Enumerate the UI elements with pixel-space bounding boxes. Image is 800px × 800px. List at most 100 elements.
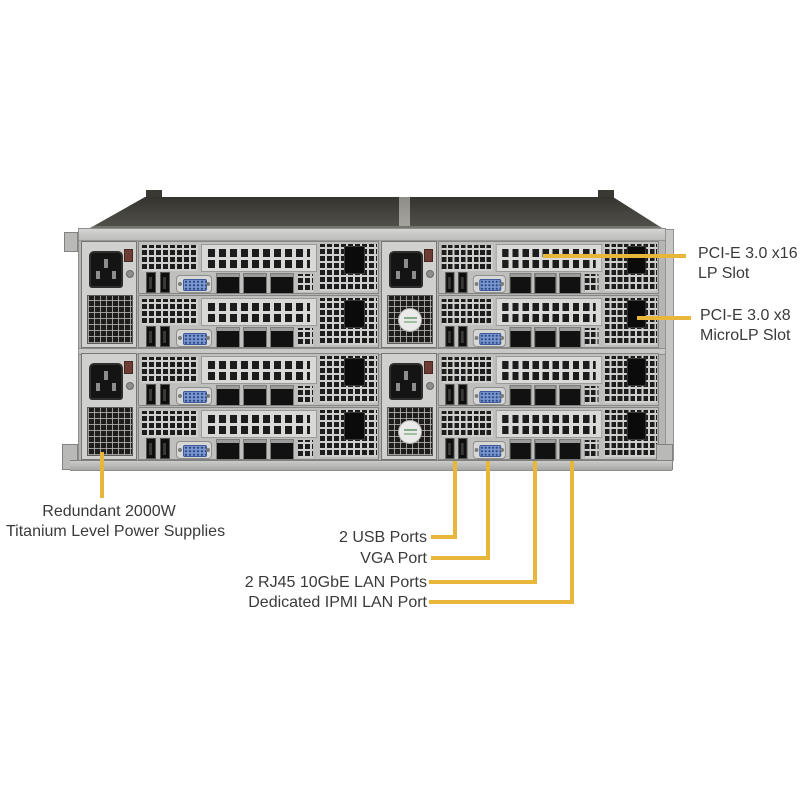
vent-grid — [441, 299, 494, 325]
server-node-r2c2 — [438, 295, 659, 348]
ipmi-lan-port — [559, 327, 582, 348]
vga-connector — [479, 333, 502, 345]
psu-fan-label — [398, 419, 422, 444]
vent-grid — [441, 411, 494, 437]
power-inlet — [89, 363, 123, 400]
power-supply-module-2 — [81, 353, 137, 460]
vga-connector — [183, 279, 207, 291]
lan-port-2 — [534, 385, 557, 406]
server-node-r1c2 — [438, 241, 659, 294]
power-supply-module-1 — [81, 241, 137, 348]
usb-ports — [146, 438, 173, 459]
label-ipmi-port: Dedicated IPMI LAN Port — [248, 593, 427, 613]
vent-grid-small — [298, 274, 313, 292]
usb-ports — [146, 326, 173, 347]
server-node-r2c1 — [138, 295, 379, 348]
vent-grid — [142, 245, 198, 271]
chassis-top-band — [79, 229, 665, 241]
usb-port — [445, 438, 455, 459]
label-line: PCI-E 3.0 x8 — [700, 307, 791, 324]
psu-latch — [424, 249, 433, 262]
vent-row — [502, 303, 596, 311]
lan-port-1 — [509, 327, 532, 348]
usb-port — [160, 272, 170, 293]
vga-connector — [183, 445, 207, 457]
usb-port — [445, 384, 455, 405]
chassis-top-cover — [90, 197, 662, 228]
vga-port — [176, 275, 212, 293]
vga-connector — [183, 333, 207, 345]
vent-row — [208, 260, 310, 268]
lan-port-2 — [243, 327, 267, 348]
ipmi-lan-port — [270, 385, 294, 406]
usb-port — [160, 326, 170, 347]
vent-row — [502, 249, 596, 257]
vent-row — [502, 415, 596, 423]
pcie-microlp-slot — [344, 246, 365, 274]
lan-port-1 — [216, 327, 240, 348]
usb-ports — [146, 384, 173, 405]
label-line: Titanium Level Power Supplies — [6, 523, 226, 540]
label-usb-ports: 2 USB Ports — [339, 528, 427, 548]
psu-fan-grille — [87, 295, 133, 344]
vga-port — [176, 387, 212, 405]
vga-connector — [479, 279, 502, 291]
vent-row — [208, 303, 310, 311]
inlet-pin — [412, 271, 416, 279]
inlet-pin — [96, 383, 100, 391]
vent-row — [208, 249, 310, 257]
psu-screw — [426, 382, 434, 390]
vent-grid — [142, 411, 198, 437]
psu-screw — [126, 382, 134, 390]
vent-grid-small — [298, 386, 313, 404]
pcie-microlp-slot — [344, 358, 365, 386]
callout-line-lan — [429, 461, 537, 584]
label-line: Redundant 2000W — [42, 503, 176, 520]
label-line: Dedicated IPMI LAN Port — [248, 594, 427, 611]
lan-port-2 — [243, 385, 267, 406]
inlet-pin — [112, 383, 116, 391]
psu-fan-label — [398, 307, 422, 332]
server-node-r3c2 — [438, 353, 659, 406]
inlet-pin — [396, 271, 400, 279]
inlet-pin — [404, 371, 408, 380]
usb-ports — [445, 384, 470, 405]
vent-row — [502, 361, 596, 369]
top-cover-seam — [399, 197, 410, 228]
vent-grid — [441, 245, 494, 271]
psu-screw — [426, 270, 434, 278]
psu-latch — [124, 249, 133, 262]
usb-port — [160, 384, 170, 405]
usb-port — [146, 438, 156, 459]
vga-connector — [479, 445, 502, 457]
ipmi-lan-port — [270, 273, 294, 294]
vent-grid — [320, 410, 377, 457]
inlet-pin — [112, 271, 116, 279]
vent-row — [208, 361, 310, 369]
label-line: 2 RJ45 10GbE LAN Ports — [244, 574, 427, 591]
lan-port-1 — [509, 273, 532, 294]
label-power-supplies: Redundant 2000W Titanium Level Power Sup… — [6, 502, 226, 542]
vent-grid — [142, 299, 198, 325]
usb-ports — [445, 326, 470, 347]
vga-port — [472, 441, 506, 459]
callout-line-vga — [431, 461, 490, 560]
chassis-bottom-rail — [70, 460, 672, 471]
pcie-lp-slot-bracket — [201, 410, 317, 438]
psu-latch — [424, 361, 433, 374]
lan-port-1 — [216, 385, 240, 406]
lan-port-2 — [534, 439, 557, 460]
pcie-microlp-slot — [344, 300, 365, 328]
usb-port — [445, 326, 455, 347]
power-inlet — [389, 251, 423, 288]
vent-grid-small — [584, 328, 599, 346]
ipmi-lan-port — [559, 273, 582, 294]
pcie-microlp-slot — [626, 358, 647, 386]
vga-port — [472, 329, 506, 347]
callout-line-usb — [431, 461, 457, 539]
usb-ports — [445, 438, 470, 459]
pcie-lp-slot-bracket — [201, 244, 317, 272]
usb-ports — [146, 272, 173, 293]
usb-port — [458, 272, 468, 293]
